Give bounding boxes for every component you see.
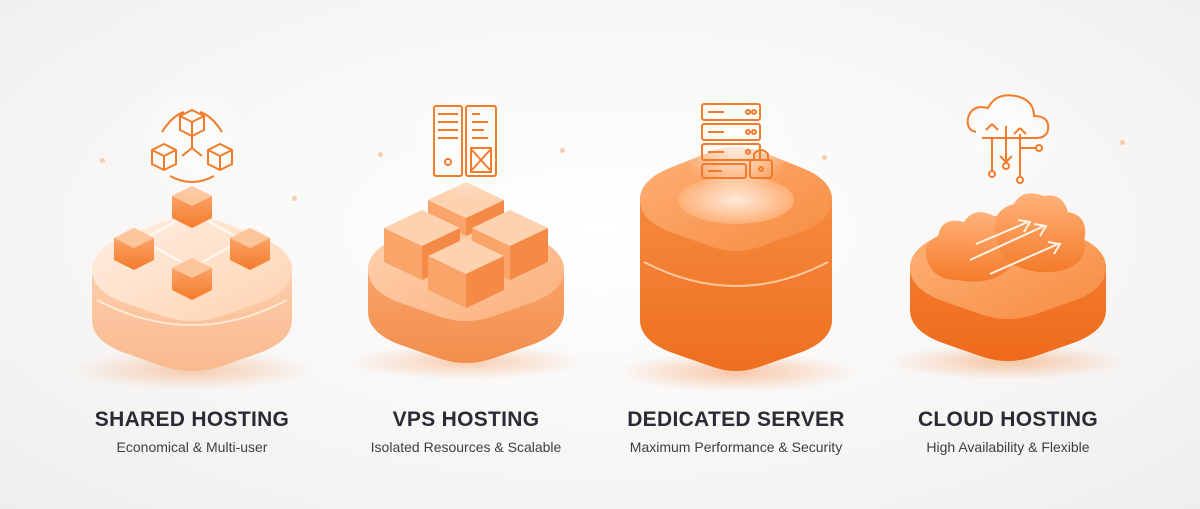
card-dedicated-server: DEDICATED SERVER Maximum Performance & S…: [586, 0, 886, 509]
sparkle-dot: [292, 196, 297, 201]
shared-hosting-illustration: [72, 82, 312, 390]
card-title: DEDICATED SERVER: [627, 408, 845, 431]
sparkle-dot: [100, 158, 105, 163]
card-subtitle: Economical & Multi-user: [116, 439, 268, 455]
cloud-network-icon: [966, 94, 1050, 184]
card-cloud-hosting: CLOUD HOSTING High Availability & Flexib…: [858, 0, 1158, 509]
sparkle-dot: [560, 148, 565, 153]
card-subtitle: High Availability & Flexible: [926, 439, 1090, 455]
cloud-hosting-illustration: [890, 78, 1126, 380]
card-subtitle: Isolated Resources & Scalable: [370, 439, 562, 455]
dedicated-server-illustration: [616, 82, 856, 392]
sparkle-dot: [1120, 140, 1125, 145]
card-title: CLOUD HOSTING: [917, 408, 1099, 431]
card-title: VPS HOSTING: [392, 408, 540, 431]
card-vps-hosting: VPS HOSTING Isolated Resources & Scalabl…: [316, 0, 616, 509]
card-subtitle: Maximum Performance & Security: [629, 439, 843, 455]
card-shared-hosting: SHARED HOSTING Economical & Multi-user: [42, 0, 342, 509]
vps-hosting-illustration: [348, 86, 584, 380]
connected-cubes-icon: [151, 108, 233, 183]
sparkle-dot: [822, 155, 827, 160]
server-rack-icon: [433, 105, 497, 177]
sparkle-dot: [378, 152, 383, 157]
card-title: SHARED HOSTING: [94, 408, 290, 431]
secure-server-icon: [701, 103, 773, 179]
